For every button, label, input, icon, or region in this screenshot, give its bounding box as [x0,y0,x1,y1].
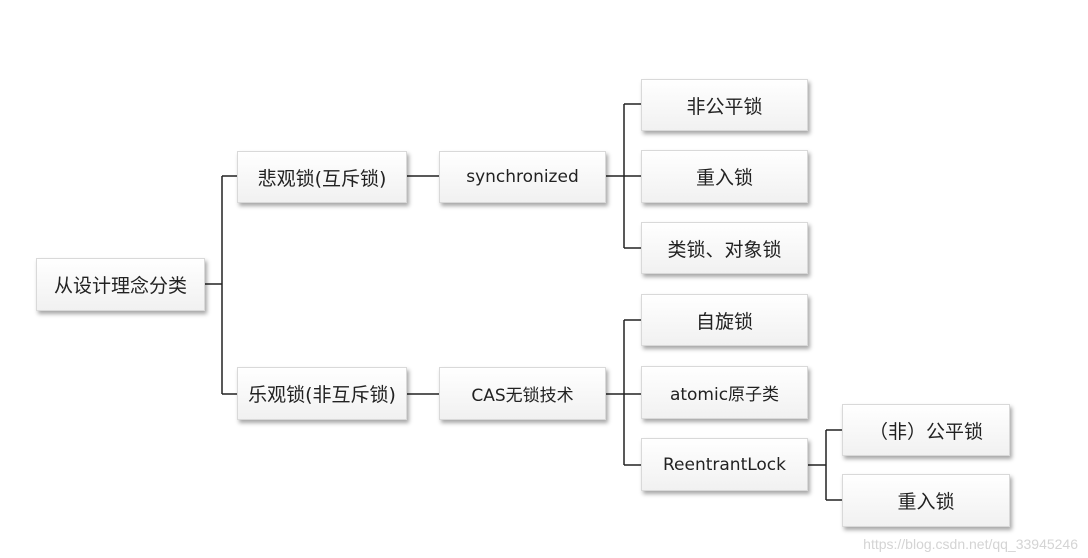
node-reentrant-lock: 重入锁 [641,150,808,203]
node-fair-unfair-lock: （非）公平锁 [842,404,1010,456]
connector-reentrantlock-children [808,429,842,501]
node-spin-lock: 自旋锁 [641,294,808,346]
node-pessimistic-lock: 悲观锁(互斥锁) [237,151,407,203]
node-optimistic-lock-label: 乐观锁(非互斥锁) [248,384,396,406]
connector-cas-children [606,319,641,466]
node-atomic: atomic原子类 [641,366,808,419]
node-atomic-label: atomic原子类 [669,385,780,405]
node-reentrantlock-label: ReentrantLock [662,454,787,475]
node-root: 从设计理念分类 [36,258,205,311]
node-cas: CAS无锁技术 [439,367,606,420]
node-fair-unfair-lock-label: （非）公平锁 [868,420,983,443]
node-pessimistic-lock-label: 悲观锁(互斥锁) [257,167,387,190]
watermark-text: https://blog.csdn.net/qq_33945246 [863,536,1078,552]
node-reentrant-lock-label: 重入锁 [695,167,753,189]
connector-synchronized-children [606,103,641,249]
node-reentrant-lock-2-label: 重入锁 [897,491,955,513]
node-cas-label: CAS无锁技术 [471,386,574,406]
node-optimistic-lock: 乐观锁(非互斥锁) [237,367,407,420]
node-root-label: 从设计理念分类 [53,275,187,297]
node-unfair-lock: 非公平锁 [641,79,808,131]
node-spin-lock-label: 自旋锁 [695,310,753,333]
connector-root [205,175,237,395]
node-synchronized-label: synchronized [466,167,579,187]
node-synchronized: synchronized [439,151,606,203]
node-unfair-lock-label: 非公平锁 [686,95,763,118]
node-class-object-lock: 类锁、对象锁 [641,222,808,274]
node-class-object-lock-label: 类锁、对象锁 [667,238,782,261]
node-reentrantlock: ReentrantLock [641,438,808,491]
node-reentrant-lock-2: 重入锁 [842,474,1010,527]
